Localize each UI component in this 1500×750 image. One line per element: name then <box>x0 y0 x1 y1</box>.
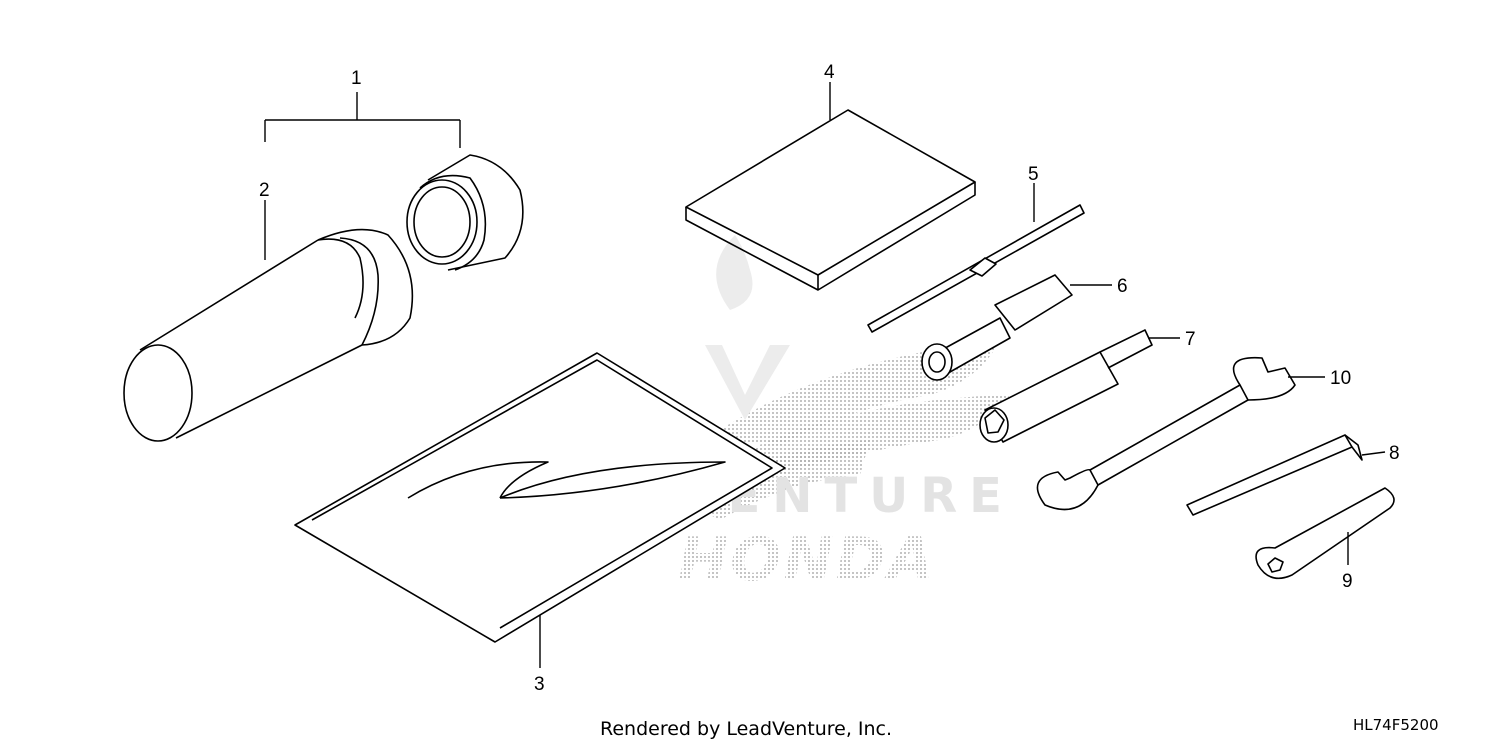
render-credit: Rendered by LeadVenture, Inc. <box>600 718 893 740</box>
callout-2: 2 <box>259 180 270 201</box>
part-case-cap <box>406 154 524 271</box>
callout-3: 3 <box>534 674 545 695</box>
leader-lines <box>264 82 1386 668</box>
part-open-end-wrench <box>1036 356 1296 511</box>
watermark-brand: HONDA <box>678 525 936 595</box>
part-pin-spanner <box>1255 487 1395 580</box>
callout-10: 10 <box>1330 368 1351 389</box>
callout-9: 9 <box>1342 571 1353 592</box>
callout-4: 4 <box>824 62 835 83</box>
part-socket-bar <box>979 329 1153 443</box>
callouts: 1 2 3 4 5 6 7 8 9 10 <box>259 62 1400 695</box>
diagram-code: HL74F5200 <box>1353 716 1439 734</box>
callout-1: 1 <box>351 68 362 89</box>
part-screwdriver <box>867 204 1085 333</box>
part-hex-key <box>1186 434 1363 516</box>
part-owner-manual <box>685 109 976 291</box>
part-tool-case <box>123 228 414 442</box>
callout-7: 7 <box>1185 329 1196 350</box>
part-tool-bag <box>294 352 786 643</box>
callout-8: 8 <box>1389 443 1400 464</box>
part-plug-wrench <box>921 274 1073 381</box>
callout-6: 6 <box>1117 276 1128 297</box>
callout-5: 5 <box>1028 164 1039 185</box>
